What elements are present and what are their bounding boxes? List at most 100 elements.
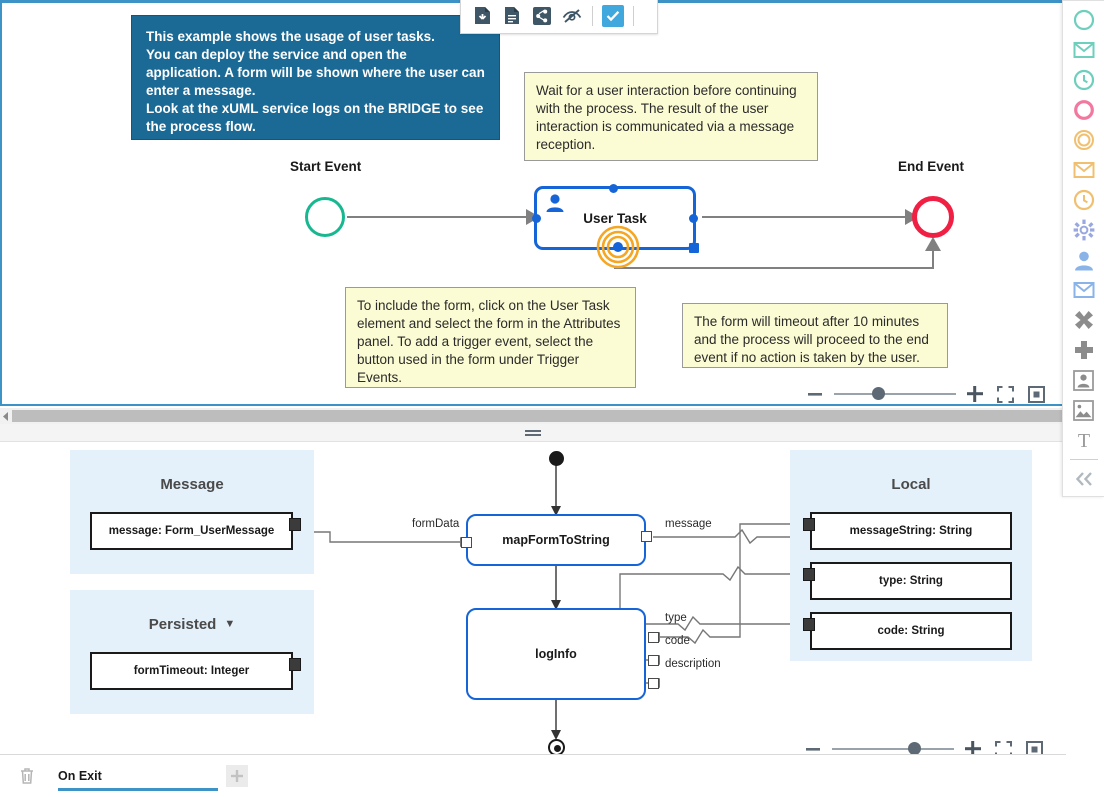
- pin-label-type: type: [665, 612, 687, 624]
- flow-zoom-controls[interactable]: [800, 736, 1048, 754]
- user-task-node[interactable]: User Task: [532, 184, 699, 269]
- flow-zoom-slider[interactable]: [832, 736, 954, 754]
- visibility-checkbox[interactable]: [598, 1, 628, 31]
- pin-label-formdata: formData: [412, 518, 460, 530]
- bpmn-zoom-controls[interactable]: [802, 381, 1050, 404]
- flow-zoom-in-button[interactable]: [960, 736, 986, 754]
- person-icon: [544, 193, 566, 218]
- zoom-in-button[interactable]: [962, 381, 988, 404]
- pin-label-code: code: [665, 635, 690, 647]
- group-message-title: Message: [160, 476, 224, 493]
- variable-message-pin[interactable]: [289, 518, 301, 531]
- palette-receive-task[interactable]: [1067, 275, 1101, 305]
- note-description-blue[interactable]: This example shows the usage of user tas…: [131, 15, 500, 140]
- bpmn-editor-pane[interactable]: Start Event End Event User Task: [0, 0, 1066, 406]
- user-task-label: User Task: [583, 211, 647, 226]
- pin-in-code[interactable]: [648, 655, 659, 666]
- group-persisted-title: Persisted ▼: [70, 616, 314, 633]
- resize-handle-top[interactable]: [609, 184, 618, 193]
- palette-service-task[interactable]: [1067, 215, 1101, 245]
- bottom-tab-bar[interactable]: On Exit: [0, 754, 1066, 797]
- palette-start-event[interactable]: [1067, 5, 1101, 35]
- flow-zoom-slider-knob[interactable]: [908, 742, 922, 754]
- resize-handle-corner[interactable]: [689, 243, 699, 253]
- horizontal-scrollbar[interactable]: [0, 408, 1066, 424]
- variable-type-pin[interactable]: [803, 568, 815, 581]
- palette-end-event[interactable]: [1067, 95, 1101, 125]
- fit-screen-icon[interactable]: [991, 381, 1019, 404]
- variable-type[interactable]: type: String: [810, 562, 1012, 600]
- pin-in-formdata[interactable]: [461, 537, 472, 548]
- palette-timer-event[interactable]: [1067, 185, 1101, 215]
- pin-in-description[interactable]: [648, 678, 659, 689]
- variable-messagestring-pin[interactable]: [803, 518, 815, 531]
- pin-in-type[interactable]: [648, 632, 659, 643]
- action-mapformtostring[interactable]: mapFormToString: [466, 514, 646, 566]
- actual-size-icon[interactable]: [1022, 381, 1050, 404]
- initial-node[interactable]: [549, 451, 564, 466]
- variable-code-pin[interactable]: [803, 618, 815, 631]
- note-wait-interaction[interactable]: Wait for a user interaction before conti…: [524, 72, 818, 161]
- zoom-slider-track: [834, 393, 956, 395]
- palette-parallel-gateway[interactable]: [1067, 335, 1101, 365]
- variable-message[interactable]: message: Form_UserMessage: [90, 512, 293, 550]
- palette-timer-start-event[interactable]: [1067, 65, 1101, 95]
- toolbar-divider: [592, 5, 593, 26]
- tab-active-underline: [58, 788, 218, 791]
- note-form-timeout[interactable]: The form will timeout after 10 minutes a…: [682, 303, 948, 368]
- palette-exclusive-gateway[interactable]: [1067, 305, 1101, 335]
- variable-code[interactable]: code: String: [810, 612, 1012, 650]
- variable-formtimeout[interactable]: formTimeout: Integer: [90, 652, 293, 690]
- pin-label-message: message: [665, 518, 712, 530]
- resize-handle-left[interactable]: [532, 214, 541, 223]
- splitter-grip-icon: [525, 428, 541, 438]
- pin-label-description: description: [665, 658, 721, 670]
- element-palette[interactable]: T: [1062, 0, 1104, 497]
- note-include-form[interactable]: To include the form, click on the User T…: [345, 287, 636, 388]
- add-tab-button[interactable]: [226, 765, 248, 787]
- zoom-out-button[interactable]: [802, 381, 828, 404]
- canvas-toolbar[interactable]: [460, 0, 658, 34]
- share-icon[interactable]: [527, 1, 557, 31]
- final-node[interactable]: [548, 739, 565, 754]
- end-event-label: End Event: [898, 159, 965, 174]
- action-flow-pane[interactable]: Message message: Form_UserMessage Persis…: [0, 442, 1066, 754]
- palette-image[interactable]: [1067, 395, 1101, 425]
- resize-handle-right[interactable]: [689, 214, 698, 223]
- palette-user-task[interactable]: [1067, 245, 1101, 275]
- document-icon[interactable]: [497, 1, 527, 31]
- palette-intermediate-event[interactable]: [1067, 125, 1101, 155]
- zoom-slider[interactable]: [834, 381, 956, 404]
- action-loginfo[interactable]: logInfo: [466, 608, 646, 700]
- tab-on-exit-label: On Exit: [58, 769, 102, 783]
- flow-fit-screen-icon[interactable]: [989, 736, 1017, 754]
- save-icon[interactable]: [467, 1, 497, 31]
- group-local-title: Local: [891, 476, 931, 493]
- zoom-slider-knob[interactable]: [872, 387, 886, 400]
- eye-off-icon[interactable]: [557, 1, 587, 31]
- pane-splitter[interactable]: [0, 424, 1066, 442]
- tab-on-exit[interactable]: On Exit: [58, 761, 218, 791]
- scroll-left-arrow[interactable]: [0, 408, 12, 424]
- scrollbar-thumb[interactable]: [12, 410, 1064, 422]
- flow-actual-size-icon[interactable]: [1020, 736, 1048, 754]
- palette-pool[interactable]: [1067, 365, 1101, 395]
- start-event-label: Start Event: [290, 159, 362, 174]
- pin-out-message[interactable]: [641, 531, 652, 542]
- svg-text:T: T: [1077, 430, 1089, 450]
- bpmn-canvas[interactable]: Start Event End Event User Task: [2, 3, 1064, 404]
- chevron-down-icon[interactable]: ▼: [224, 618, 236, 630]
- trash-icon[interactable]: [14, 763, 40, 789]
- variable-formtimeout-pin[interactable]: [289, 658, 301, 671]
- variable-messagestring[interactable]: messageString: String: [810, 512, 1012, 550]
- palette-collapse[interactable]: [1067, 464, 1101, 494]
- palette-message-start-event[interactable]: [1067, 35, 1101, 65]
- flow-zoom-slider-track: [832, 748, 954, 750]
- end-event[interactable]: [912, 196, 954, 238]
- palette-text-annotation[interactable]: T: [1067, 425, 1101, 455]
- palette-message-event[interactable]: [1067, 155, 1101, 185]
- group-persisted-label: Persisted: [148, 616, 217, 633]
- start-event[interactable]: [305, 197, 345, 237]
- flow-zoom-out-button[interactable]: [800, 736, 826, 754]
- timer-boundary-event[interactable]: [596, 225, 640, 274]
